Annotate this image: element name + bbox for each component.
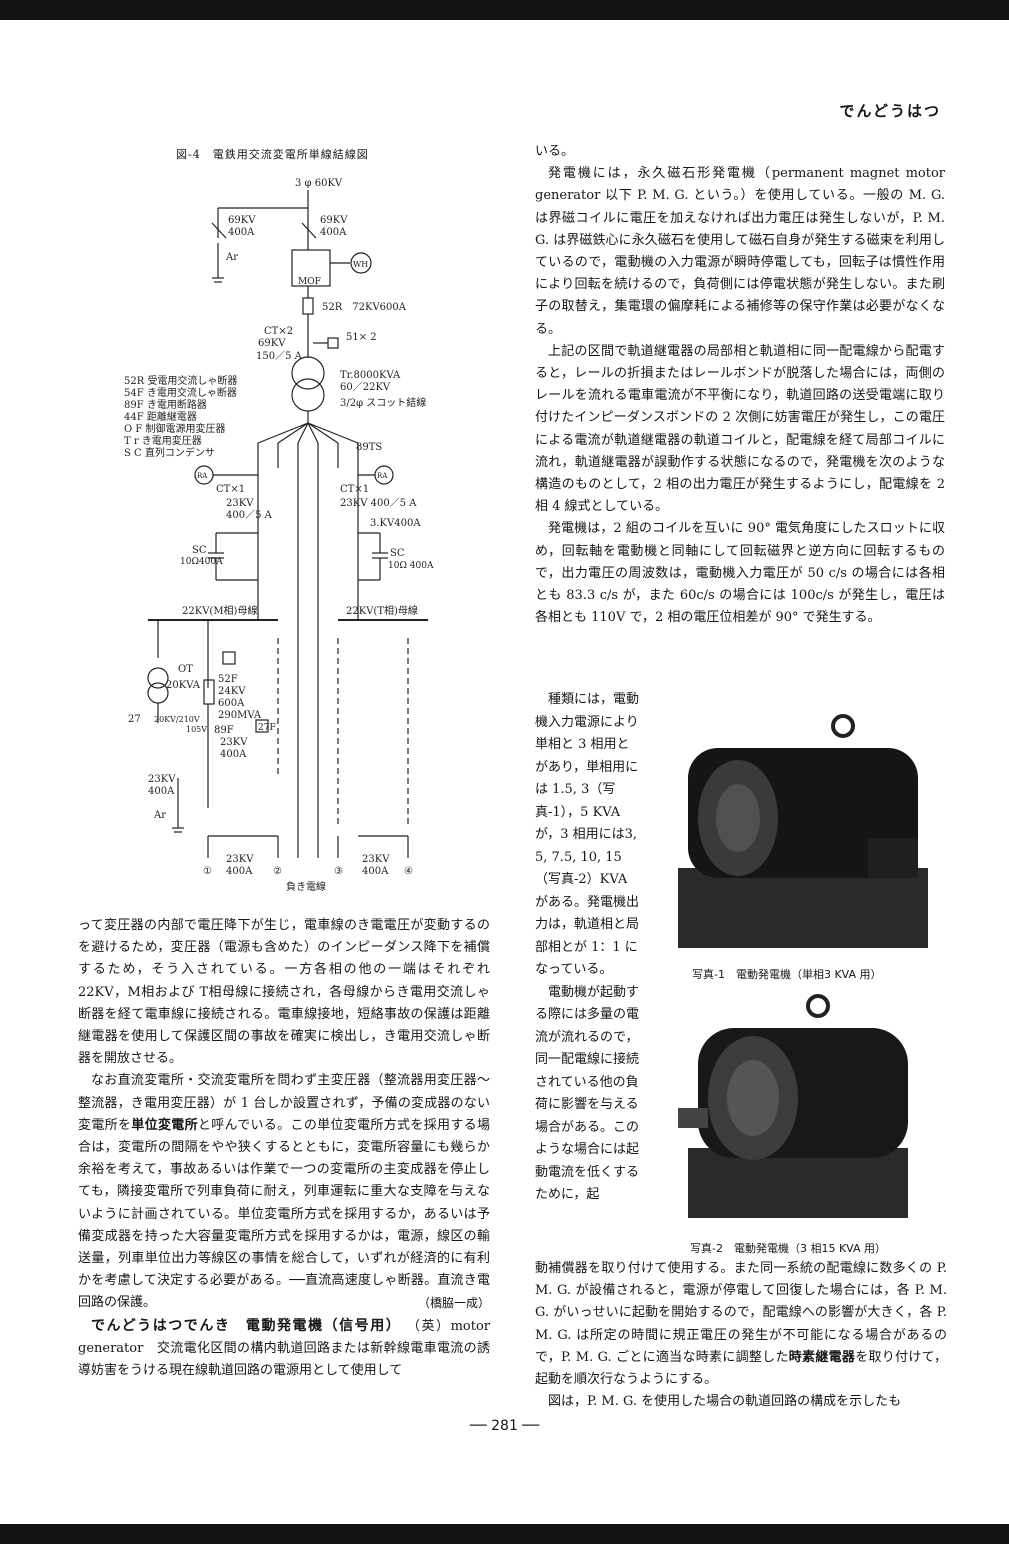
paragraph: いる。 [535,144,575,159]
svg-text:69KV: 69KV [228,215,256,226]
paragraph: 電動機が起動する際には多量の電流が流れるので，同一配電線に接続されている他の負荷… [535,984,640,1203]
narrow-column-text: 種類には，電動機入力電源により単相と 3 相用とがあり，単相用には 1.5, 3… [535,689,641,1207]
svg-text:CT×1: CT×1 [340,484,369,495]
svg-text:51× 2: 51× 2 [346,332,377,343]
figure-title: 図-4 電鉄用交流変電所単線結線図 [176,148,369,161]
paragraph: 発電機は，2 組のコイルを互いに 90° 電気角度にしたスロットに収め，回転軸を… [535,521,945,626]
svg-text:CT×2: CT×2 [264,326,293,337]
paragraph: 動補償器を取り付けて使用する。また同一系統の配電線に数多くの P. M. G. … [535,1261,947,1388]
running-head: でんどうはつ [839,102,941,120]
svg-text:Ar: Ar [225,252,238,263]
svg-text:89TS: 89TS [356,442,382,453]
photo-motor-generator-single-phase [668,708,944,958]
paragraph: って変圧器の内部で電圧降下が生じ，電車線のき電電圧が変動するのを避けるため，変圧… [78,918,490,1067]
svg-text:RA: RA [377,472,388,480]
photo1-caption: 写真-1 電動発電機（単相3 KVA 用） [692,968,882,981]
svg-text:O F 制御電源用変圧器: O F 制御電源用変圧器 [124,422,226,435]
svg-text:SC: SC [390,548,405,559]
svg-text:89F き電用断路器: 89F き電用断路器 [124,398,207,411]
right-column-text: いる。 発電機には，永久磁石形発電機（permanent magnet moto… [535,141,945,629]
svg-text:②: ② [273,866,282,877]
svg-text:27F: 27F [258,723,276,733]
svg-text:400A: 400A [148,786,175,797]
svg-text:69KV: 69KV [320,215,348,226]
paragraph: 図は，P. M. G. を使用した場合の軌道回路の構成を示したも [548,1394,902,1410]
author: （橋脇一成） [417,1296,490,1311]
svg-text:22KV(M相)母線: 22KV(M相)母線 [182,604,257,617]
svg-text:27: 27 [128,714,141,725]
svg-text:400A: 400A [220,749,247,760]
paragraph: 種類には，電動機入力電源により単相と 3 相用とがあり，単相用には 1.5, 3… [535,692,640,977]
svg-text:52F: 52F [218,674,238,685]
top-border [0,0,1009,20]
svg-text:S C 直列コンデンサ: S C 直列コンデンサ [124,446,215,459]
svg-text:MOF: MOF [298,277,321,287]
svg-text:SC: SC [192,545,207,556]
right-bottom-text: 動補償器を取り付けて使用する。また同一系統の配電線に数多くの P. M. G. … [535,1258,947,1413]
bottom-border [0,1524,1009,1544]
svg-text:400A: 400A [226,866,253,877]
svg-text:23KV 400／5 A: 23KV 400／5 A [340,497,417,509]
entry-headword: でんどうはつでんき 電動発電機（信号用） [91,1317,402,1334]
svg-text:10Ω 400A: 10Ω 400A [388,561,434,571]
svg-text:3/2φ スコット結線: 3/2φ スコット結線 [340,396,426,409]
photo-motor-generator-three-phase [668,988,944,1232]
paragraph: なお直流変電所・交流変電所を問わず主変圧器（整流器用変圧器～整流器，き電用変圧器… [78,1070,490,1314]
svg-text:Tr.8000KVA: Tr.8000KVA [340,370,401,381]
svg-text:RA: RA [197,472,208,480]
svg-text:400A: 400A [320,227,347,238]
page-number: ── 281 ── [469,1418,540,1434]
svg-text:23KV: 23KV [362,854,390,865]
svg-text:T r き電用変圧器: T r き電用変圧器 [124,434,202,447]
left-column-text: って変圧器の内部で電圧降下が生じ，電車線のき電電圧が変動するのを避けるため，変圧… [78,915,490,1382]
svg-text:400A: 400A [228,227,255,238]
svg-text:Ar: Ar [153,810,166,821]
svg-text:23KV: 23KV [220,737,248,748]
svg-text:23KV: 23KV [226,854,254,865]
svg-text:④: ④ [404,866,413,877]
paragraph: 発電機には，永久磁石形発電機（permanent magnet motor ge… [535,166,945,337]
svg-text:23KV: 23KV [226,498,254,509]
svg-text:10Ω400A: 10Ω400A [180,557,223,567]
svg-text:20KV/210V: 20KV/210V [154,715,200,724]
label-supply: 3 φ 60KV [295,178,343,189]
svg-text:52R 72KV600A: 52R 72KV600A [322,302,407,313]
svg-text:WH: WH [353,260,368,269]
svg-text:150／5 A: 150／5 A [256,350,303,362]
svg-text:290MVA: 290MVA [218,710,262,721]
svg-text:105V: 105V [186,725,207,734]
svg-text:60／22KV: 60／22KV [340,381,391,393]
svg-text:20KVA: 20KVA [166,680,201,691]
svg-text:52R 受電用交流しゃ断器: 52R 受電用交流しゃ断器 [124,374,237,387]
svg-text:24KV: 24KV [218,686,246,697]
svg-text:22KV(T相)母線: 22KV(T相)母線 [346,604,418,617]
svg-text:89F: 89F [214,725,234,736]
svg-text:400／5 A: 400／5 A [226,509,273,521]
svg-text:400A: 400A [362,866,389,877]
svg-text:①: ① [203,866,212,877]
svg-text:54F き電用交流しゃ断器: 54F き電用交流しゃ断器 [124,386,237,399]
svg-text:3.KV400A: 3.KV400A [370,518,421,529]
svg-text:23KV: 23KV [148,774,176,785]
svg-text:600A: 600A [218,698,245,709]
dictionary-entry: でんどうはつでんき 電動発電機（信号用） （英）motor generator … [78,1317,490,1379]
svg-text:CT×1: CT×1 [216,484,245,495]
svg-text:負き電線: 負き電線 [286,880,326,893]
photo2-caption: 写真-2 電動発電機（3 相15 KVA 用） [690,1242,887,1255]
svg-text:69KV: 69KV [258,338,286,349]
svg-text:③: ③ [334,866,343,877]
svg-text:OT: OT [178,664,193,675]
svg-text:44F 距離継電器: 44F 距離継電器 [124,410,197,423]
paragraph: 上記の区間で軌道継電器の局部相と軌道相に同一配電線から配電すると，レールの折損ま… [535,343,945,515]
single-line-diagram: 3 φ 60KV 69KV 400A 69KV 400A Ar WH MOF 5… [124,178,434,893]
